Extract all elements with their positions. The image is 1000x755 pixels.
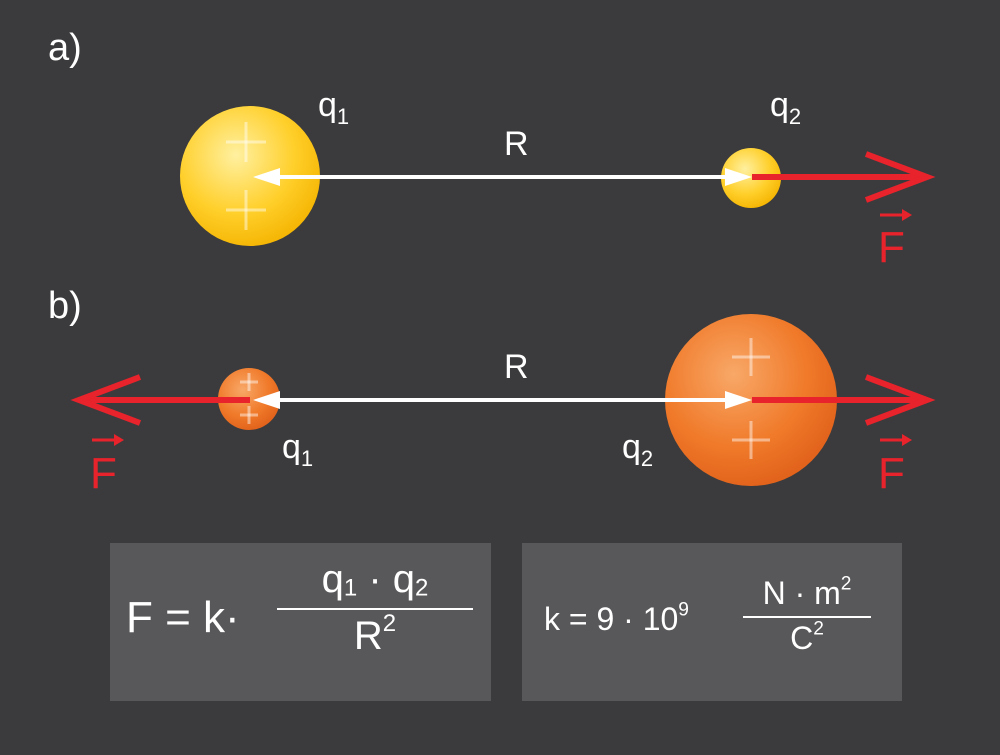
constant-units-fraction: N · m2 C2 <box>742 575 872 657</box>
formula-denominator: R2 <box>353 610 397 659</box>
panel-b-distance-arrow <box>253 391 752 409</box>
constant-fraction-line <box>743 616 871 618</box>
panel-a-force-arrow <box>752 151 936 203</box>
panel-b-force-arrow-left <box>70 374 250 426</box>
constant-units-numerator: N · m2 <box>762 573 852 611</box>
panel-a-charge-1 <box>180 106 320 246</box>
panel-b-force-arrow-right <box>752 374 936 426</box>
formula-lhs: F = k· <box>126 593 240 642</box>
panel-b-label: b) <box>48 285 82 327</box>
panel-a-distance-label: R <box>504 125 529 163</box>
svg-text:F: F <box>878 449 905 498</box>
formula-fraction-line <box>277 608 473 610</box>
svg-text:F: F <box>878 223 905 272</box>
panel-b-force-label-left: F <box>90 434 124 498</box>
formula-fraction: q1 · q2 R2 <box>275 557 475 659</box>
panel-a-q1-label: q1 <box>318 86 349 129</box>
panel-b-distance-label: R <box>504 348 529 386</box>
panel-a-distance-arrow <box>253 168 752 186</box>
panel-a-force-label: F <box>878 209 912 272</box>
panel-b-force-label-right: F <box>878 434 912 498</box>
coulomb-formula-box: F = k· q1 · q2 R2 <box>110 543 491 701</box>
panel-b-q1-label: q1 <box>282 428 313 471</box>
panel-b-q2-label: q2 <box>622 428 653 471</box>
constant-lhs: k = 9 · 109 <box>544 599 689 637</box>
panel-a-q2-label: q2 <box>770 86 801 129</box>
coulomb-diagram: a) q1 q2 R F b) q1 q2 R <box>48 27 936 498</box>
svg-text:F: F <box>90 449 117 498</box>
coulomb-constant-box: k = 9 · 109 N · m2 C2 <box>522 543 902 701</box>
formula-numerator: q1 · q2 <box>321 557 429 602</box>
panel-a-charge-2 <box>721 148 781 208</box>
constant-units-denominator: C2 <box>790 618 824 656</box>
panel-a-label: a) <box>48 27 82 69</box>
